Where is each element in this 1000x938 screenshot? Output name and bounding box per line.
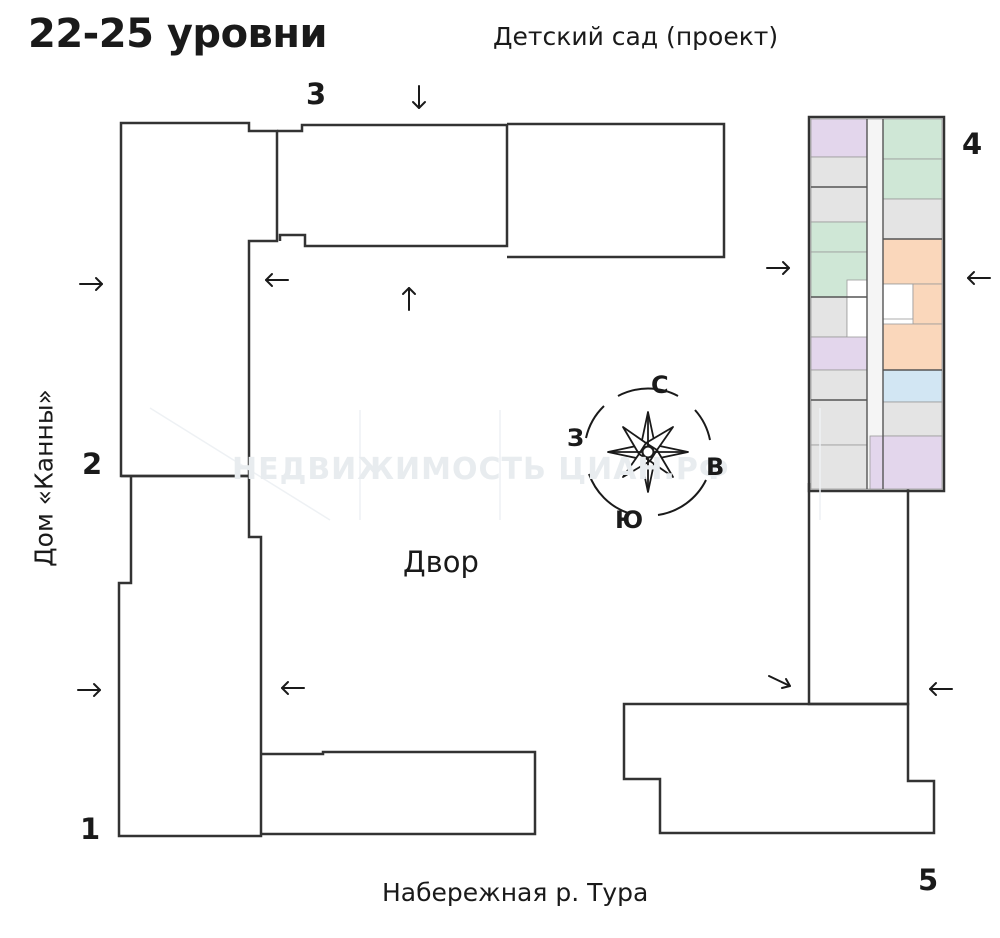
neighbor-house-label: Дом «Канны» — [29, 389, 59, 567]
compass-south: Ю — [615, 506, 644, 534]
building-4-floorplan — [810, 118, 943, 490]
arrow-down-icon — [412, 85, 426, 109]
building-number-3: 3 — [306, 77, 327, 111]
compass-west: З — [567, 424, 585, 452]
yard-label: Двор — [403, 545, 479, 579]
building-1-annex-outline — [261, 750, 537, 836]
arrow-right-icon — [766, 261, 790, 275]
building-2-outline — [119, 121, 279, 478]
arrow-left-icon — [929, 682, 953, 696]
building-5-connector-outline — [807, 483, 910, 706]
building-4-outline — [807, 115, 946, 493]
kindergarten-label: Детский сад (проект) — [493, 22, 779, 51]
compass-east: В — [706, 453, 725, 481]
building-number-2: 2 — [82, 447, 103, 481]
building-number-1: 1 — [80, 812, 101, 846]
arrow-left-icon — [265, 273, 289, 287]
building-1-outline — [117, 474, 263, 838]
watermark-decoration — [149, 407, 821, 521]
arrow-left-icon — [281, 681, 305, 695]
building-5-outline — [622, 702, 936, 835]
building-3-block-outline — [507, 122, 726, 259]
watermark: НЕДВИЖИМОСТЬ ЦИАН.РФ — [232, 452, 730, 487]
arrow-up-icon — [402, 287, 416, 311]
building-number-5: 5 — [918, 863, 939, 897]
building-3-outline — [277, 123, 509, 248]
page-title: 22-25 уровни — [28, 11, 328, 57]
arrow-right-icon — [77, 683, 101, 697]
arrow-left-icon — [967, 271, 991, 285]
compass-north: С — [651, 371, 669, 399]
arrow-diagonal-icon — [768, 675, 791, 689]
compass-rose — [585, 387, 711, 516]
entrance-arrows — [77, 85, 991, 697]
embankment-label: Набережная р. Тура — [382, 878, 649, 907]
building-4-walls — [811, 119, 942, 489]
arrow-right-icon — [79, 277, 103, 291]
building-number-4: 4 — [962, 127, 983, 161]
